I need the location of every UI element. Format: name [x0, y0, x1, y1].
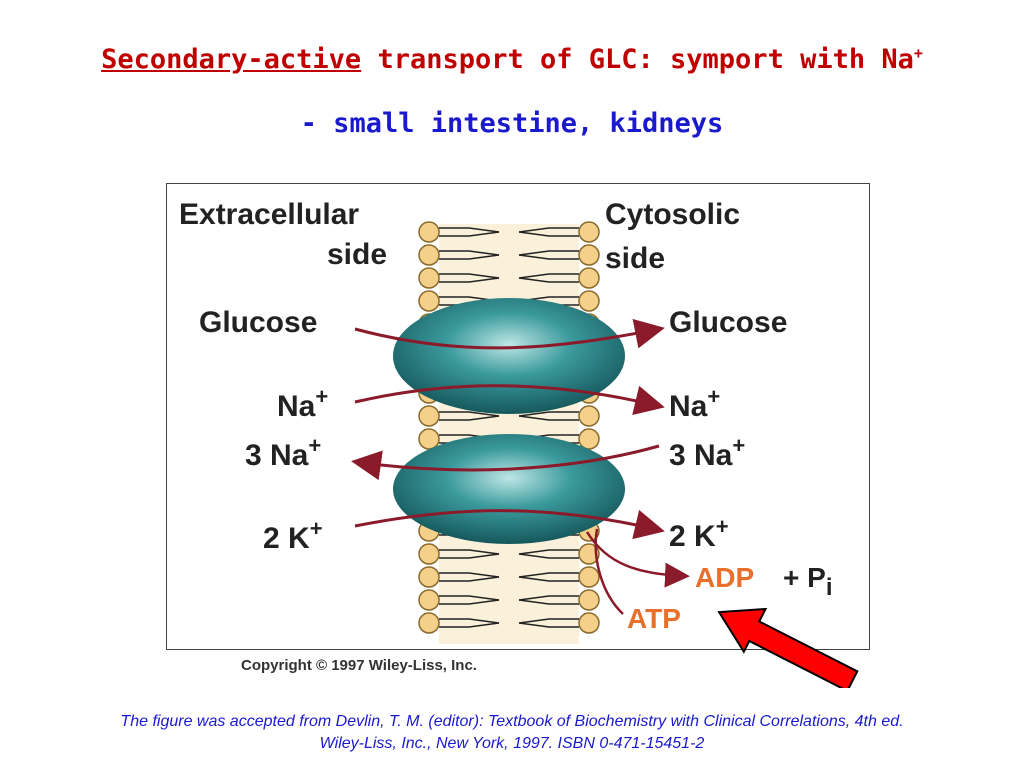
lipid-tail: [439, 231, 500, 237]
plus-pi-label: + Pi: [783, 562, 832, 601]
lipid-tail: [518, 553, 579, 559]
lipid-head: [418, 221, 440, 243]
extracellular-label-2: side: [327, 238, 387, 271]
left-na-label: Na+: [277, 384, 328, 423]
lipid-tail: [518, 277, 579, 283]
extracellular-label-1: Extracellular: [179, 198, 359, 231]
lipid-head: [418, 290, 440, 312]
lipid-tail: [439, 576, 500, 582]
right-2k-label: 2 K+: [669, 514, 729, 553]
diagram-figure: Extracellular side Glucose Na+ 3 Na+ 2 K…: [166, 183, 870, 650]
lipid-head: [578, 428, 600, 450]
title-emphasis: Secondary-active: [101, 44, 362, 75]
lipid-tail: [439, 250, 500, 256]
lipid-head: [578, 543, 600, 565]
lipid-head: [578, 612, 600, 634]
lipid-head: [418, 589, 440, 611]
cytosolic-label-2: side: [605, 242, 665, 275]
lipid-tail: [439, 277, 500, 283]
lipid-bilayer: [418, 221, 600, 644]
lipid-tail: [439, 273, 500, 279]
lipid-tail: [439, 227, 500, 233]
adp-label: ADP: [695, 562, 754, 593]
lipid-tail: [518, 595, 579, 601]
right-glucose-label: Glucose: [669, 306, 787, 339]
lipid-tail: [518, 622, 579, 628]
title-superscript: +: [913, 44, 923, 62]
lipid-tail: [518, 273, 579, 279]
lipid-tail: [439, 595, 500, 601]
lipid-head: [418, 267, 440, 289]
lipid-tail: [518, 411, 579, 417]
copyright-text: Copyright © 1997 Wiley-Liss, Inc.: [241, 657, 477, 674]
lipid-tail: [518, 572, 579, 578]
atp-label: ATP: [627, 603, 681, 634]
lipid-tail: [518, 549, 579, 555]
lipid-tail: [439, 553, 500, 559]
lipid-head: [578, 566, 600, 588]
membrane-diagram: Extracellular side Glucose Na+ 3 Na+ 2 K…: [179, 198, 832, 644]
lipid-head: [418, 543, 440, 565]
lipid-tail: [518, 250, 579, 256]
left-2k-label: 2 K+: [263, 516, 323, 555]
two-k-influx-arrow: [354, 509, 665, 540]
left-3na-label: 3 Na+: [245, 433, 321, 472]
lipid-tail: [518, 415, 579, 421]
glucose-na-symporter: [393, 298, 625, 414]
lipid-head: [418, 612, 440, 634]
title-rest: transport of GLC: symport with Na: [377, 44, 914, 75]
lipid-head: [578, 405, 600, 427]
citation: The figure was accepted from Devlin, T. …: [0, 711, 1024, 755]
lipid-head: [418, 244, 440, 266]
lipid-tail: [518, 231, 579, 237]
lipid-head: [578, 290, 600, 312]
lipid-tail: [518, 227, 579, 233]
lipid-tail: [439, 411, 500, 417]
lipid-tail: [439, 599, 500, 605]
na-symport-arrow: [354, 384, 665, 416]
red-pointer-arrow-icon: [717, 608, 859, 688]
lipid-tail: [439, 572, 500, 578]
lipid-tail: [518, 576, 579, 582]
lipid-head: [578, 221, 600, 243]
right-3na-label: 3 Na+: [669, 433, 745, 472]
cytosolic-label-1: Cytosolic: [605, 198, 740, 231]
atp-to-adp-arrow: [585, 531, 690, 588]
lipid-head: [578, 267, 600, 289]
lipid-head: [418, 428, 440, 450]
lipid-tail: [439, 549, 500, 555]
glucose-transport-arrow: [354, 318, 665, 350]
lipid-head: [418, 566, 440, 588]
lipid-tail: [518, 254, 579, 260]
slide-subtitle: - small intestine, kidneys: [300, 108, 724, 139]
lipid-tail: [518, 618, 579, 624]
atp-hydrolysis-curve: [594, 528, 624, 615]
citation-line-2: Wiley-Liss, Inc., New York, 1997. ISBN 0…: [319, 735, 705, 752]
lipid-tail: [439, 622, 500, 628]
lipid-head: [418, 405, 440, 427]
slide-title: Secondary-active transport of GLC: sympo…: [0, 44, 1024, 75]
lipid-head: [578, 244, 600, 266]
lipid-tail: [439, 415, 500, 421]
citation-line-1: The figure was accepted from Devlin, T. …: [120, 713, 904, 730]
lipid-tail: [439, 254, 500, 260]
lipid-tail: [518, 599, 579, 605]
na-k-atpase-pump: [393, 434, 625, 544]
lipid-tail: [439, 618, 500, 624]
left-glucose-label: Glucose: [199, 306, 317, 339]
lipid-head: [578, 589, 600, 611]
three-na-efflux-arrow: [351, 444, 660, 481]
right-na-label: Na+: [669, 384, 720, 423]
